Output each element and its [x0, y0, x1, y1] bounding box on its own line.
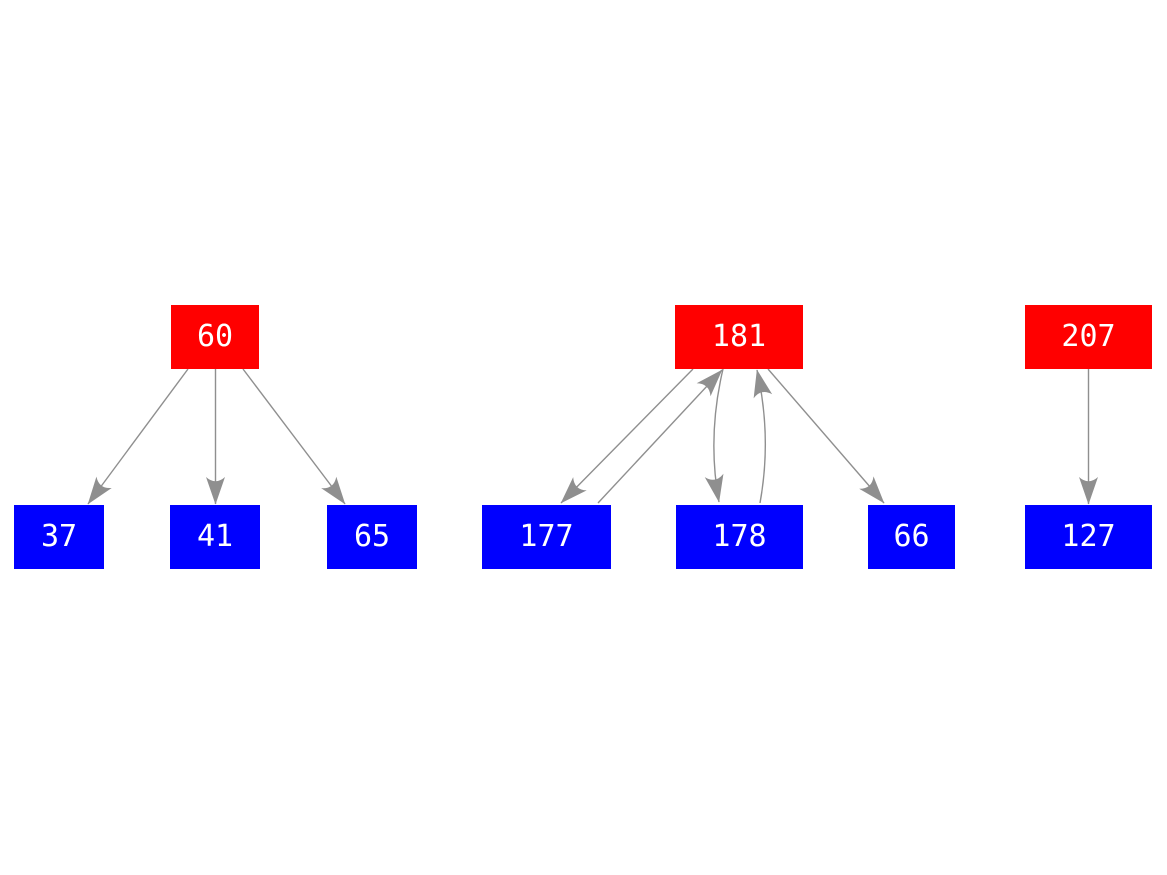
graph-node-65: 65 [327, 505, 417, 569]
edge-60-37 [87, 368, 189, 505]
graph-node-181: 181 [675, 305, 803, 369]
graph-node-177: 177 [482, 505, 611, 569]
graph-node-label: 65 [353, 519, 391, 554]
graph-node-label: 37 [40, 519, 78, 554]
edge-178-181 [753, 369, 773, 504]
edge-181-178 [704, 368, 724, 503]
graph-node-60: 60 [171, 305, 259, 369]
graph-node-label: 127 [1061, 519, 1116, 554]
graph-node-66: 66 [868, 505, 955, 569]
graph-node-41: 41 [170, 505, 260, 569]
edge-60-65 [242, 368, 346, 505]
graph-node-label: 178 [712, 519, 767, 554]
graph-node-label: 60 [196, 319, 234, 354]
graph-node-178: 178 [676, 505, 803, 569]
edge-177-181 [597, 369, 723, 504]
graph-node-207: 207 [1025, 305, 1152, 369]
graph-node-label: 207 [1061, 319, 1116, 354]
graph-node-label: 177 [519, 519, 574, 554]
graph-node-label: 41 [196, 519, 234, 554]
graph-node-label: 66 [893, 519, 930, 554]
graph-node-127: 127 [1025, 505, 1152, 569]
edge-181-66 [767, 368, 885, 504]
graph-node-label: 181 [711, 319, 767, 354]
graph-node-37: 37 [14, 505, 104, 569]
edge-181-177 [560, 368, 694, 504]
